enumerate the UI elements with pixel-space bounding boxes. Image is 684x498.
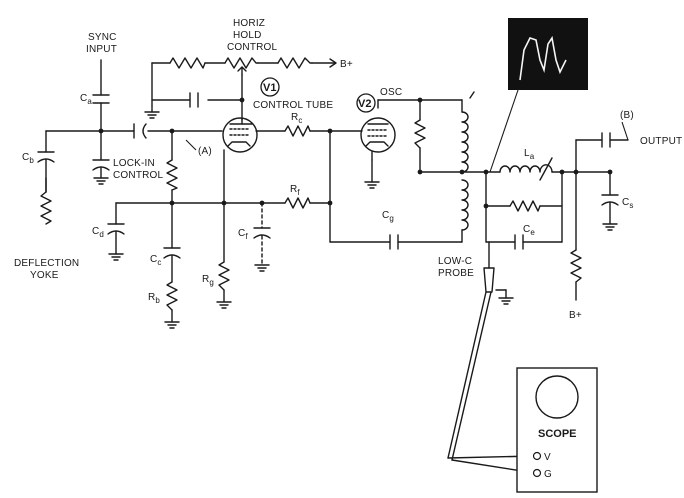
sync-input-label-2: INPUT [86, 44, 117, 55]
oscillator-coil [461, 91, 475, 243]
v1-badge [260, 77, 280, 97]
ground-symbols [93, 111, 618, 329]
cb-label: Cb [22, 152, 34, 165]
scope-g-label: G [544, 469, 552, 480]
point-a-label: (A) [198, 146, 212, 157]
circuit-wires [45, 59, 629, 323]
component-labels: SYNC INPUT HORIZ HOLD CONTROL B+ V1 CONT… [14, 18, 682, 480]
cd-label: Cd [92, 226, 104, 239]
rf-label: Rf [290, 184, 300, 197]
low-c-probe-label-1: LOW-C [438, 256, 472, 267]
lock-in-label-1: LOCK-IN [113, 158, 155, 169]
rg-label: Rg [202, 274, 214, 287]
ca-label: Ca [80, 93, 92, 106]
scope-instrument [516, 367, 598, 493]
deflection-yoke-label-1: DEFLECTION [14, 258, 79, 269]
capacitors [37, 92, 619, 259]
cc-label: Cc [150, 254, 162, 267]
cg-label: Cg [382, 210, 394, 223]
ce-label: Ce [523, 224, 535, 237]
cf-label: Cf [238, 228, 248, 241]
waveform-display [489, 18, 588, 173]
la-coil [499, 157, 553, 181]
osc-label: OSC [380, 87, 402, 98]
output-label: OUTPUT [640, 136, 682, 147]
rb-label: Rb [148, 292, 160, 305]
horiz-hold-label-3: CONTROL [227, 42, 278, 53]
scope-label: SCOPE [538, 428, 577, 440]
cs-label: Cs [622, 197, 634, 210]
v2-oscillator-tube [360, 117, 396, 161]
point-b-label: (B) [620, 110, 634, 121]
la-label: La [524, 148, 535, 161]
control-tube-label: CONTROL TUBE [253, 100, 333, 111]
horiz-hold-label-2: HOLD [233, 30, 262, 41]
horiz-hold-label-1: HORIZ [233, 18, 265, 29]
v2-label: V2 [358, 98, 371, 110]
v2-badge [356, 93, 376, 113]
v1-control-tube [222, 117, 258, 153]
sync-input-label-1: SYNC [88, 32, 117, 43]
lock-in-label-2: CONTROL [113, 170, 164, 181]
b-plus-bottom-label: B+ [569, 310, 582, 321]
resistors [40, 57, 582, 311]
junction-dots [98, 97, 613, 209]
v1-label: V1 [263, 82, 276, 94]
deflection-yoke-label-2: YOKE [30, 270, 59, 281]
b-plus-top-label: B+ [340, 59, 353, 70]
scope-v-label: V [544, 452, 551, 463]
rc-label: Rc [291, 112, 303, 125]
low-c-probe-label-2: PROBE [438, 268, 474, 279]
